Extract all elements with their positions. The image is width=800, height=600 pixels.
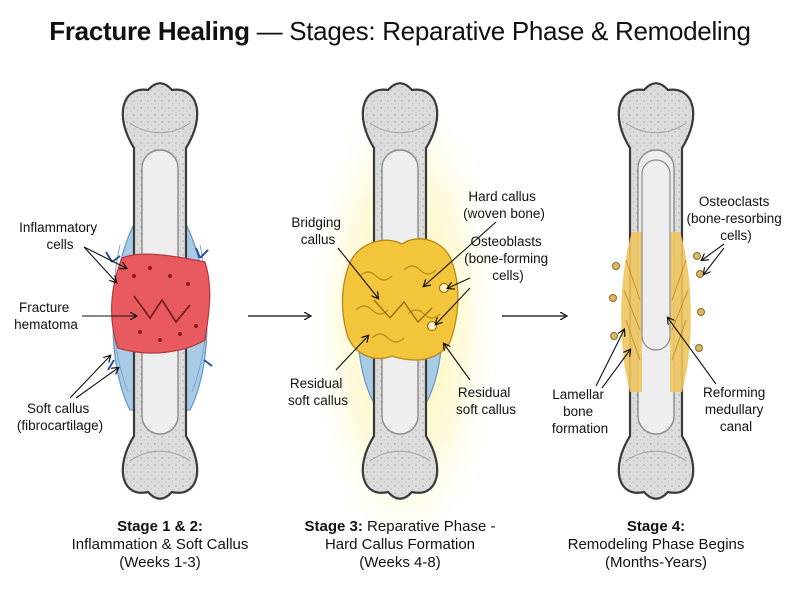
caption-stage3-head: Stage 3:	[304, 518, 363, 535]
label-hard-callus: Hard callus (woven bone)	[463, 189, 545, 221]
title-rest: — Stages: Reparative Phase & Remodeling	[249, 16, 751, 46]
label-residual-soft-callus-left: Residual soft callus	[288, 376, 348, 408]
caption-stage4: Stage 4: Remodeling Phase Begins (Months…	[531, 518, 781, 572]
caption-stage1: Stage 1 & 2: Inflammation & Soft Callus …	[35, 518, 285, 572]
label-bridging-callus: Bridging callus	[291, 215, 344, 247]
label-osteoblasts: Osteoblasts (bone-forming cells)	[464, 234, 552, 283]
caption-stage1-line3: (Weeks 1-3)	[119, 554, 201, 571]
caption-stage3-rest: Reparative Phase -	[362, 518, 496, 535]
label-soft-callus: Soft callus (fibrocartilage)	[17, 401, 103, 433]
stage4-lamellar-right	[670, 232, 691, 392]
hard-callus	[341, 238, 459, 361]
stage1-bone-group	[105, 82, 213, 500]
caption-stage4-line3: (Months-Years)	[605, 554, 707, 571]
caption-stage3: Stage 3: Reparative Phase - Hard Callus …	[275, 518, 525, 572]
stage1-leaders	[69, 246, 136, 399]
reforming-medullary-canal	[641, 159, 671, 351]
stage4-lamellar-left	[621, 232, 642, 392]
label-residual-soft-callus-right: Residual soft callus	[456, 385, 516, 417]
stage4-bone-group	[609, 82, 705, 500]
stage3-leaders	[335, 221, 497, 381]
caption-stage1-head: Stage 1 & 2:	[117, 518, 203, 535]
stage4-leaders	[595, 243, 725, 389]
label-inflammatory-cells: Inflammatory cells	[19, 220, 101, 252]
caption-stage3-line2: Hard Callus Formation	[324, 536, 476, 553]
caption-stage4-line2: Remodeling Phase Begins	[567, 536, 745, 553]
label-lamellar-bone: Lamellar bone formation	[552, 387, 608, 436]
caption-stage3-line3: (Weeks 4-8)	[359, 554, 441, 571]
title-bold: Fracture Healing	[49, 16, 250, 46]
label-fracture-hematoma: Fracture hematoma	[14, 300, 78, 332]
stage3-bone-group	[341, 82, 459, 500]
label-medullary-canal: Reforming medullary canal	[703, 385, 769, 434]
caption-stage1-line2: Inflammation & Soft Callus	[71, 536, 249, 553]
page-title: Fracture Healing — Stages: Reparative Ph…	[0, 16, 800, 47]
caption-stage4-head: Stage 4:	[626, 518, 686, 535]
label-osteoclasts: Osteoclasts (bone-resorbing cells)	[686, 194, 785, 243]
